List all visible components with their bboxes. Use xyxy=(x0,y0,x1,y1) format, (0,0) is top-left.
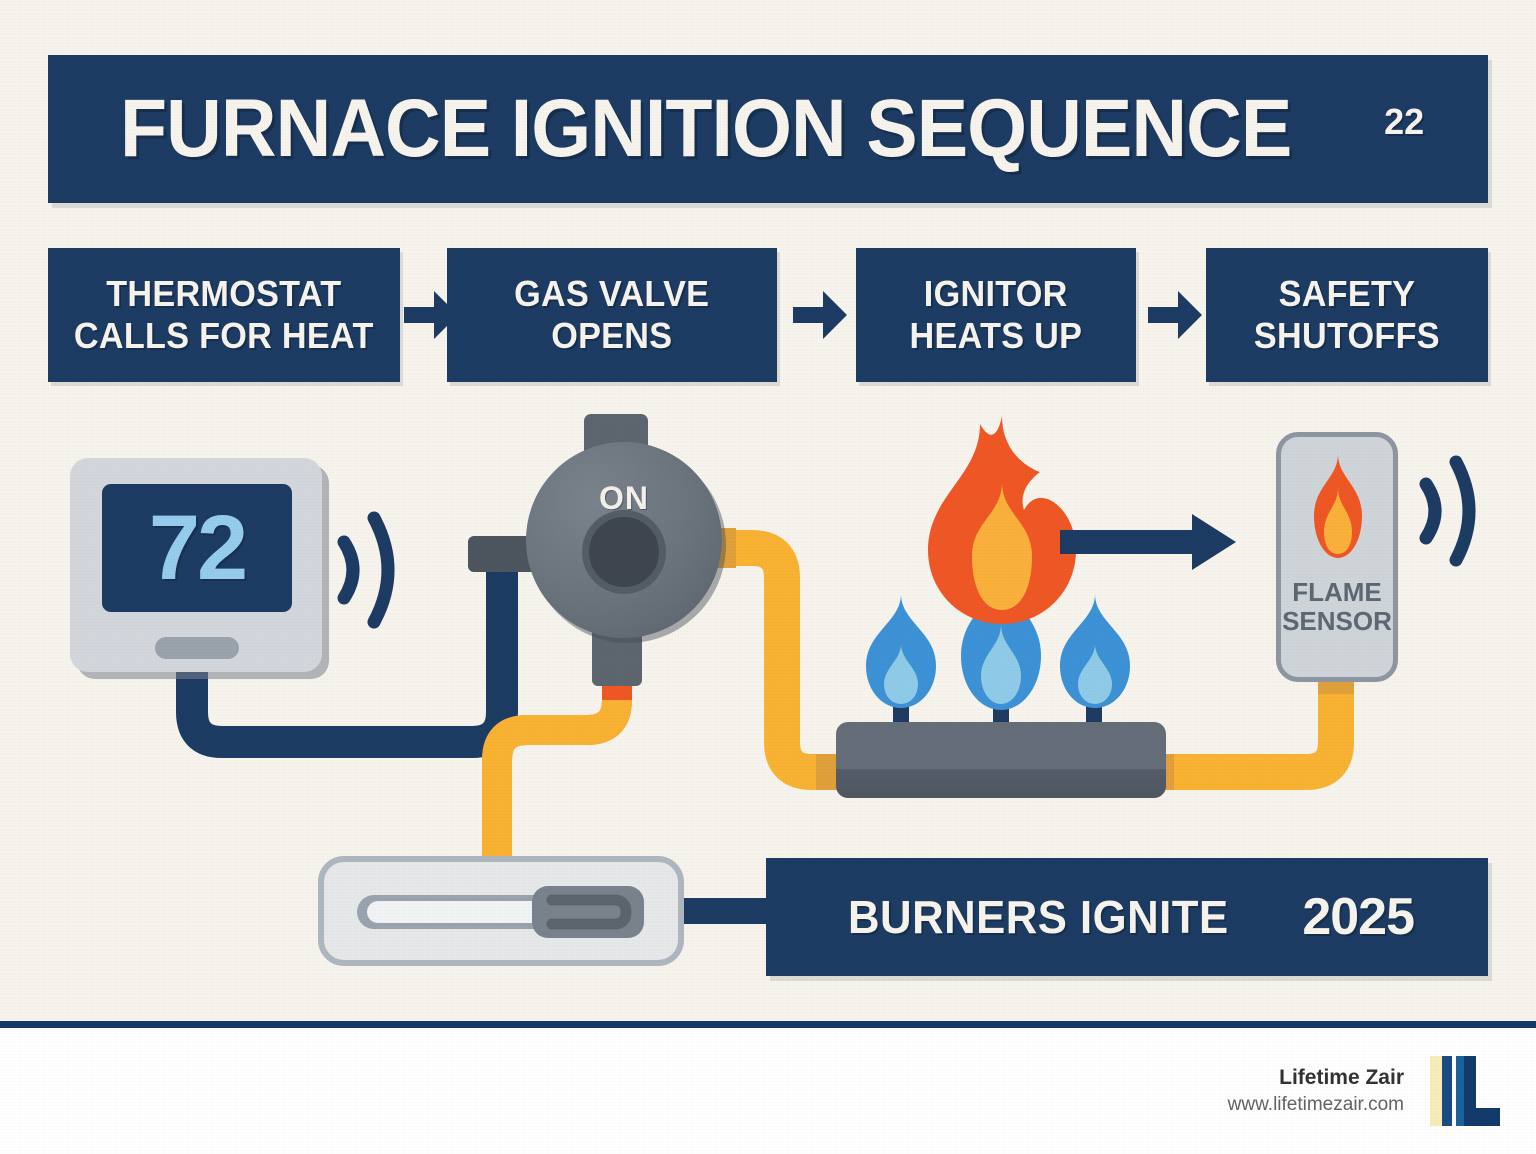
burner-blue-flame-2-icon xyxy=(961,564,1041,710)
step-3-line-2: HEATS UP xyxy=(909,315,1083,356)
flame-sensor-flame-icon xyxy=(1314,454,1362,558)
footer-divider xyxy=(0,1021,1536,1028)
banner-year: 2025 xyxy=(1302,888,1415,946)
step-1-line-1: THERMOSTAT xyxy=(106,273,342,315)
step-box-ignitor[interactable]: IGNITOR HEATS UP xyxy=(856,248,1136,382)
step-arrow-1-icon xyxy=(404,291,458,339)
thermostat-signal-waves-icon xyxy=(337,511,395,629)
step-4-line-1: SAFETY xyxy=(1278,273,1416,315)
title-superscript: 22 xyxy=(1384,101,1425,142)
step-arrow-3-icon xyxy=(1148,291,1202,339)
thermostat-button[interactable] xyxy=(155,637,239,659)
step-box-gas-valve[interactable]: GAS VALVE OPENS xyxy=(447,248,777,382)
burner-port-1 xyxy=(893,704,909,724)
step-3-line-1: IGNITOR xyxy=(924,273,1068,315)
valve-knob[interactable] xyxy=(582,510,666,594)
ignitor-feed-pipe xyxy=(482,699,632,880)
footer-website-url[interactable]: www.lifetimezair.com xyxy=(1227,1094,1404,1116)
footer-text-block: Lifetime Zair www.lifetimezair.com xyxy=(1228,1064,1404,1118)
footer: Lifetime Zair www.lifetimezair.com xyxy=(0,1028,1536,1154)
step-arrow-2-icon xyxy=(793,291,847,339)
thermostat-screen xyxy=(102,484,292,612)
flame-to-sensor-arrow-icon xyxy=(1060,514,1236,570)
burners-ignite-label: BURNERS IGNITE xyxy=(848,891,1229,943)
logo-letter-l-icon xyxy=(1430,1056,1500,1126)
burners-ignite-banner: BURNERS IGNITE 2025 xyxy=(766,858,1488,976)
step-4-line-2: SHUTOFFS xyxy=(1254,315,1440,356)
title-banner: FURNACE IGNITION SEQUENCE 22 xyxy=(48,55,1488,203)
burner-to-flame-sensor-pipe xyxy=(1148,660,1354,790)
gas-line-to-burner xyxy=(722,530,860,790)
flame-sensor-label: FLAME SENSOR xyxy=(1276,578,1398,635)
step-1-line-2: CALLS FOR HEAT xyxy=(74,315,374,356)
flame-sensor-label-line-1: FLAME xyxy=(1292,577,1382,607)
step-sequence: THERMOSTAT CALLS FOR HEAT GAS VALVE OPEN… xyxy=(48,248,1488,382)
valve-state-label: ON xyxy=(599,479,649,516)
burner-manifold xyxy=(836,722,1166,798)
ignitor-element-icon xyxy=(357,886,644,938)
flame-sensor-label-line-2: SENSOR xyxy=(1282,605,1392,636)
step-box-thermostat[interactable]: THERMOSTAT CALLS FOR HEAT xyxy=(48,248,400,382)
burner-port-3 xyxy=(1086,704,1102,724)
page-title: FURNACE IGNITION SEQUENCE xyxy=(120,83,1292,174)
flame-sensor-signal-waves-icon xyxy=(1419,455,1476,567)
step-box-safety-shutoffs[interactable]: SAFETY SHUTOFFS xyxy=(1206,248,1488,382)
thermostat-temperature-value: 72 xyxy=(148,496,248,599)
brand-logo[interactable] xyxy=(1426,1052,1504,1130)
step-2-line-2: OPENS xyxy=(551,315,673,356)
main-ignition-flame-icon xyxy=(928,416,1076,624)
burner-blue-flame-3-icon xyxy=(1060,594,1130,708)
burner-blue-flame-1-icon xyxy=(866,594,936,708)
footer-brand-name: Lifetime Zair xyxy=(1279,1066,1404,1089)
step-2-line-1: GAS VALVE xyxy=(514,273,710,315)
